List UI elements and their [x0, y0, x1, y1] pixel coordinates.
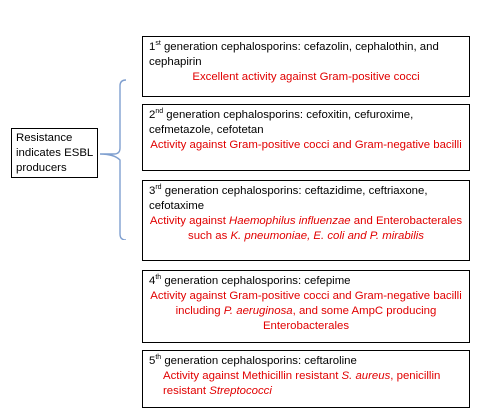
generation-5-activity: Activity against Methicillin resistant S… [163, 370, 441, 397]
generation-2-heading: 2nd generation cephalosporins: cefoxitin… [149, 108, 414, 136]
generation-3-activity: Activity against Haemophilus influenzae … [149, 215, 463, 242]
generation-2-activity: Activity against Gram-positive cocci and… [150, 139, 462, 151]
generation-5-heading: 5th generation cephalosporins: ceftaroli… [149, 354, 357, 367]
generation-4-box: 4th generation cephalosporins: cefepime … [142, 270, 470, 343]
generation-5-box: 5th generation cephalosporins: ceftaroli… [142, 350, 470, 408]
generation-3-box: 3rd generation cephalosporins: ceftazidi… [142, 180, 470, 261]
generation-1-activity: Excellent activity against Gram-positive… [192, 71, 420, 83]
generation-2-box: 2nd generation cephalosporins: cefoxitin… [142, 104, 470, 171]
generation-4-activity: Activity against Gram-positive cocci and… [150, 290, 462, 332]
generation-4-heading: 4th generation cephalosporins: cefepime [149, 274, 351, 287]
resistance-label: Resistance indicates ESBL producers [16, 132, 93, 174]
generation-1-box: 1st generation cephalosporins: cefazolin… [142, 36, 470, 97]
resistance-box: Resistance indicates ESBL producers [11, 128, 98, 178]
generation-3-heading: 3rd generation cephalosporins: ceftazidi… [149, 184, 428, 212]
generation-1-heading: 1st generation cephalosporins: cefazolin… [149, 40, 439, 68]
bracket-connector [100, 79, 127, 240]
brace-path [100, 79, 127, 240]
